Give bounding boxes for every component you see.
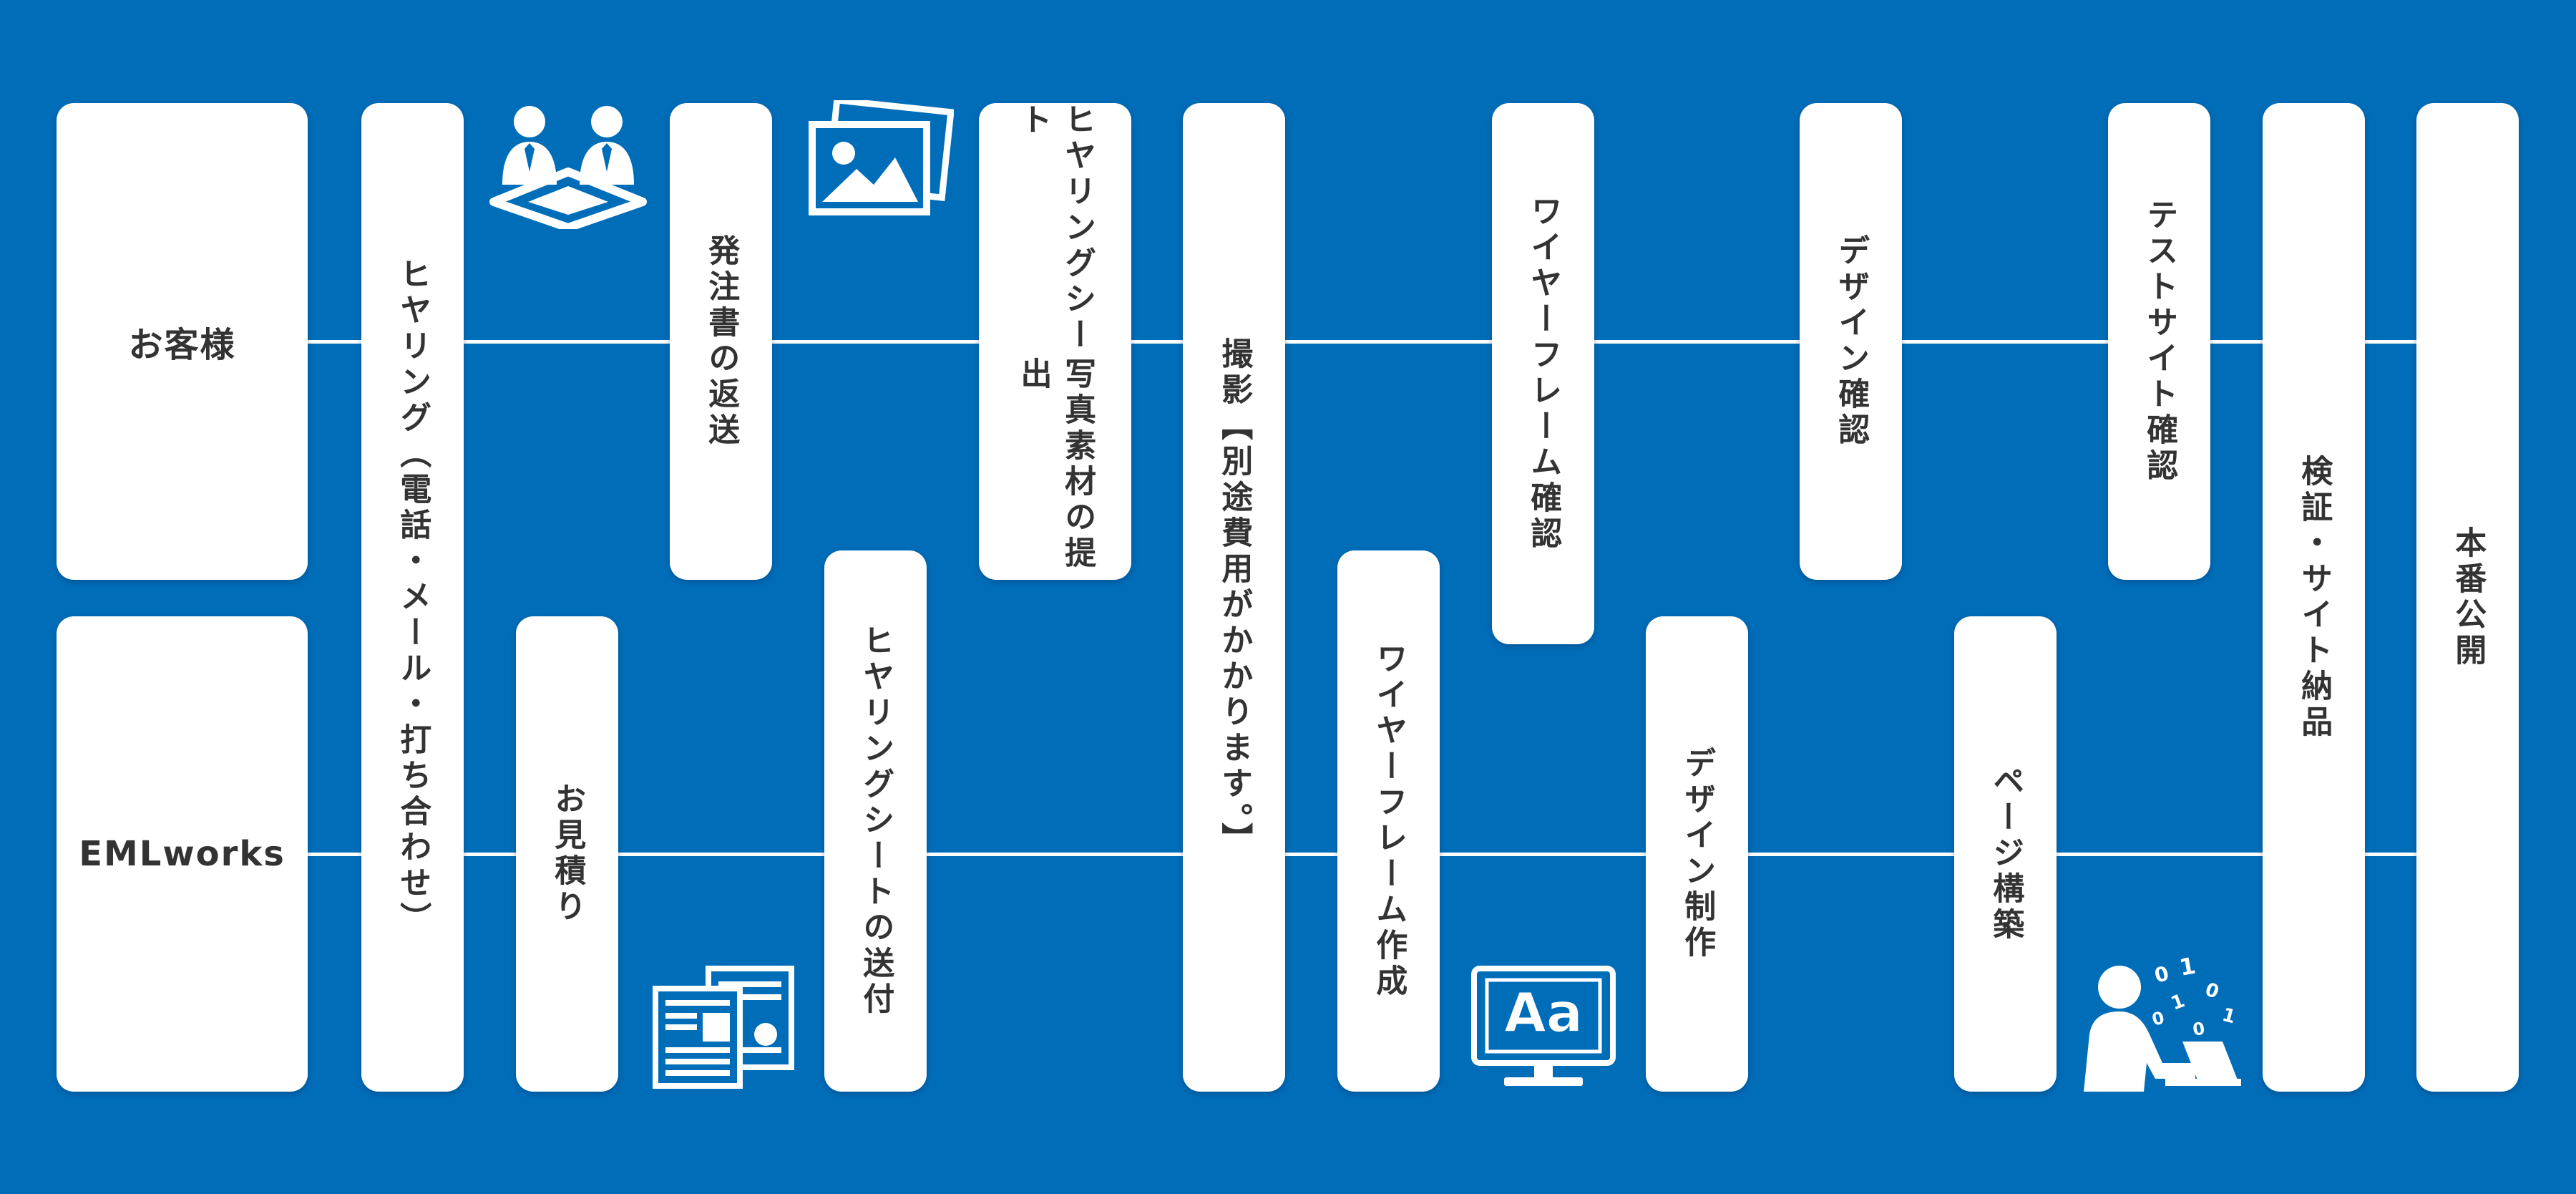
step-sheet-send-label: ヒヤリングシートの送付 bbox=[857, 624, 894, 1018]
binary-digit: 1 bbox=[2177, 956, 2198, 981]
step-estimate: お見積り bbox=[516, 616, 618, 1092]
step-photo-label: 撮影【別途費用がかかります。】 bbox=[1216, 336, 1253, 858]
step-design-check-label: デザイン確認 bbox=[1833, 234, 1870, 449]
step-publish-label: 本番公開 bbox=[2449, 525, 2487, 669]
step-publish: 本番公開 bbox=[2416, 103, 2519, 1092]
customer-lane-line bbox=[57, 340, 2519, 344]
step-sheet-submit-label-2: 写真素材の提出 bbox=[1015, 357, 1096, 573]
step-estimate-label: お見積り bbox=[549, 782, 586, 926]
lane-company-label: EMLworks bbox=[79, 834, 286, 874]
step-wireframe-check-label: ワイヤーフレーム確認 bbox=[1525, 195, 1562, 553]
step-page-build: ページ構築 bbox=[1954, 616, 2057, 1092]
lane-customer-label: お客様 bbox=[128, 325, 236, 365]
meeting-icon bbox=[489, 106, 647, 229]
step-wireframe-make-label: ワイヤーフレーム作成 bbox=[1370, 642, 1407, 1000]
step-test-check: テストサイト確認 bbox=[2108, 103, 2210, 580]
step-test-check-label: テストサイト確認 bbox=[2141, 198, 2178, 485]
binary-digit: 0 bbox=[2152, 961, 2171, 988]
step-sheet-submit: ヒヤリングシート 写真素材の提出 bbox=[979, 103, 1131, 580]
company-lane-line bbox=[57, 853, 2519, 856]
lane-customer: お客様 bbox=[57, 103, 308, 580]
step-order-return-label: 発注書の返送 bbox=[703, 234, 740, 449]
step-verify: 検証・サイト納品 bbox=[2263, 103, 2365, 1092]
step-design-make-label: デザイン制作 bbox=[1679, 747, 1716, 961]
binary-digit: 1 bbox=[2168, 990, 2187, 1014]
step-hearing: ヒヤリング（電話・メール・打ち合わせ） bbox=[361, 103, 464, 1092]
step-hearing-label: ヒヤリング（電話・メール・打ち合わせ） bbox=[394, 257, 431, 938]
binary-digit: 0 bbox=[2150, 1007, 2166, 1029]
step-verify-label: 検証・サイト納品 bbox=[2296, 454, 2333, 741]
step-sheet-submit-label-1: ヒヤリングシート bbox=[1015, 103, 1096, 354]
step-wireframe-check: ワイヤーフレーム確認 bbox=[1492, 103, 1594, 644]
documents-icon bbox=[653, 966, 794, 1089]
step-order-return: 発注書の返送 bbox=[670, 103, 772, 580]
lane-company: EMLworks bbox=[57, 616, 308, 1092]
font-monitor-icon: Aa bbox=[1471, 966, 1616, 1086]
step-wireframe-make: ワイヤーフレーム作成 bbox=[1337, 550, 1440, 1092]
binary-digit: 1 bbox=[2220, 1004, 2238, 1029]
coder-icon: 0 1 0 1 0 1 0 bbox=[2084, 956, 2241, 1092]
step-sheet-send: ヒヤリングシートの送付 bbox=[824, 550, 927, 1092]
font-sample-text: Aa bbox=[1504, 981, 1583, 1044]
binary-digit: 0 bbox=[2191, 1018, 2206, 1039]
photos-icon bbox=[809, 100, 954, 215]
step-photo: 撮影【別途費用がかかります。】 bbox=[1183, 103, 1285, 1092]
step-page-build-label: ページ構築 bbox=[1987, 765, 2024, 943]
step-design-check: デザイン確認 bbox=[1800, 103, 1902, 580]
binary-digit: 0 bbox=[2202, 979, 2222, 1003]
step-design-make: デザイン制作 bbox=[1646, 616, 1748, 1092]
